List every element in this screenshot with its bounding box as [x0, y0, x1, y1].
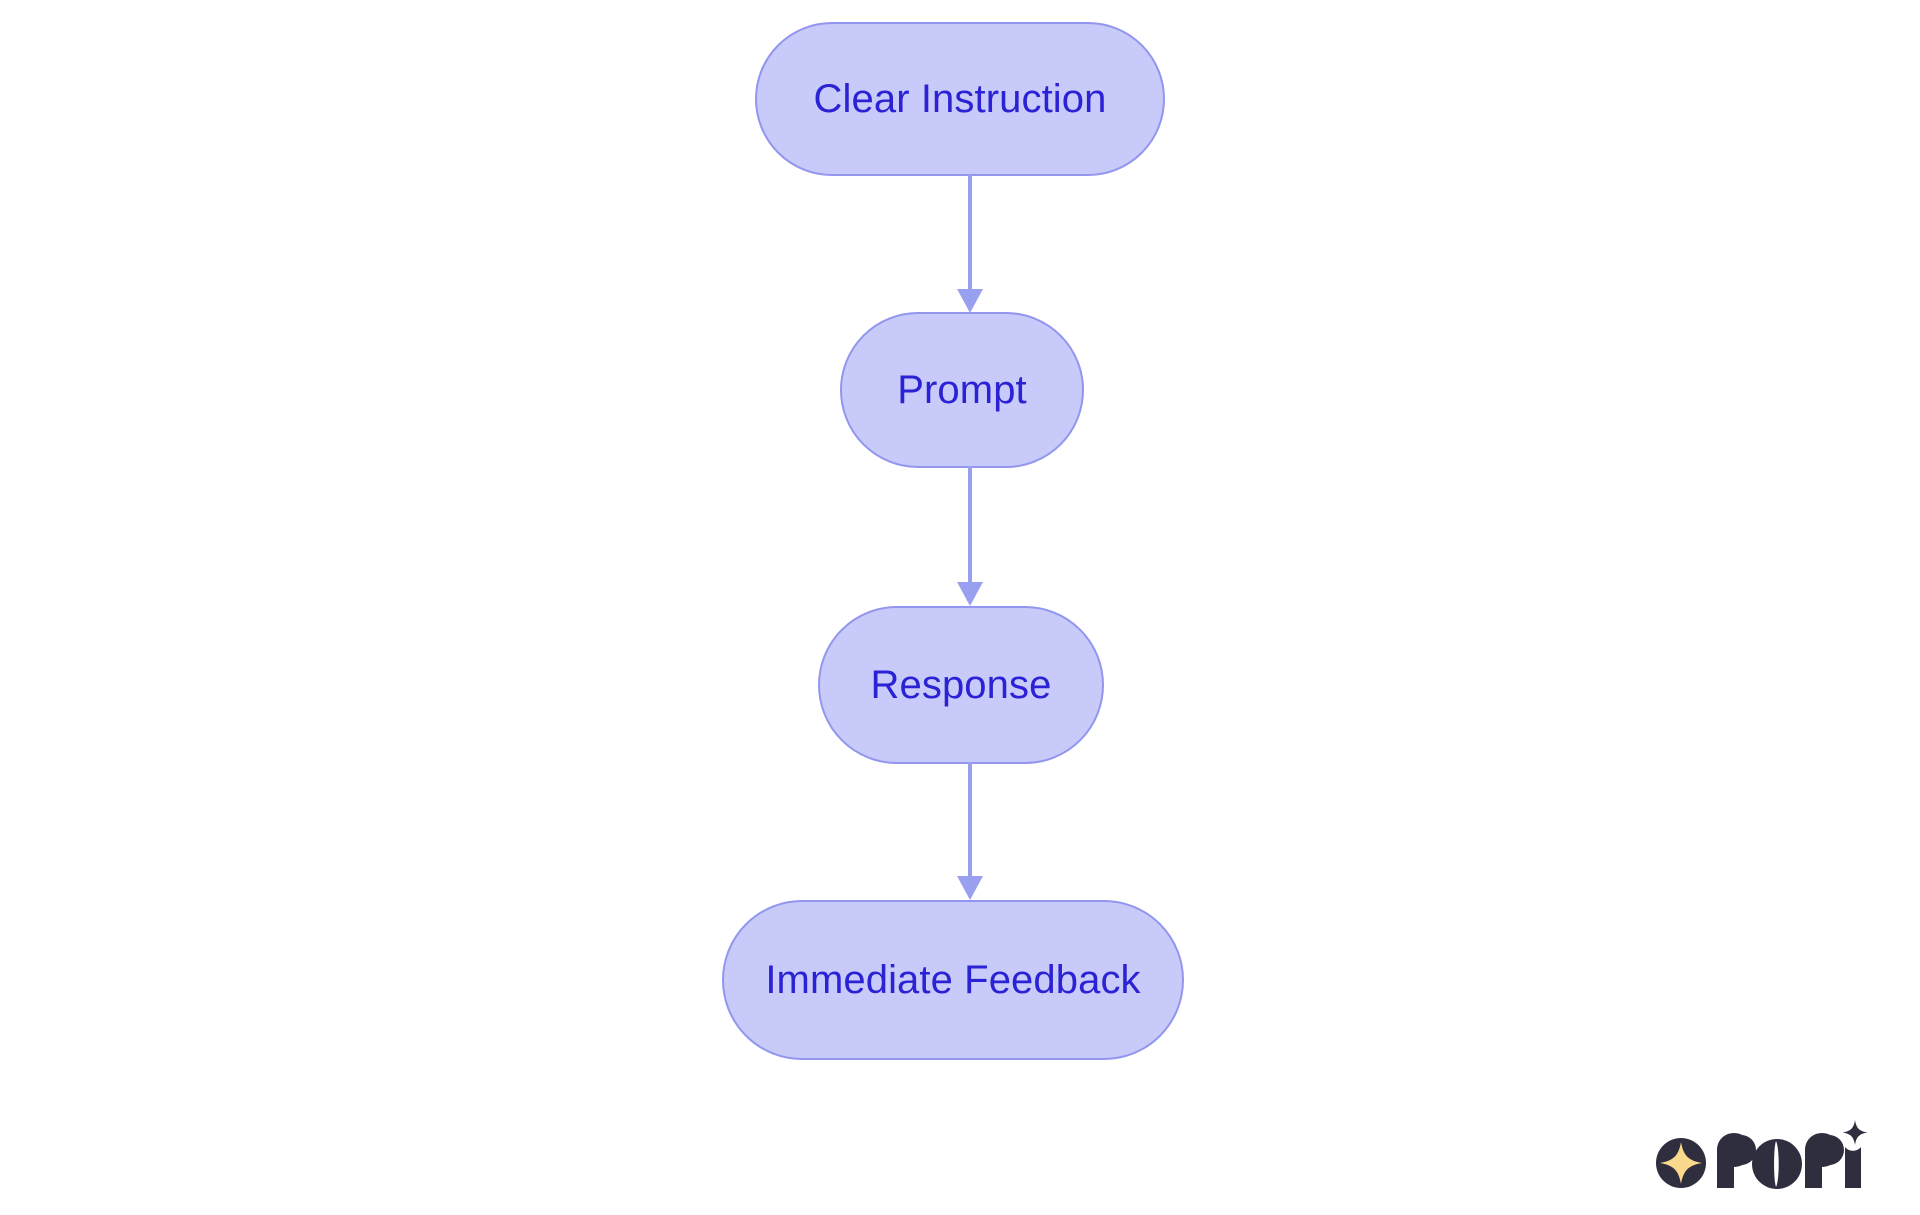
arrow-down-icon — [957, 876, 983, 900]
flow-node-clear-instruction[interactable]: Clear Instruction — [755, 22, 1165, 176]
flow-node-response[interactable]: Response — [818, 606, 1104, 764]
flow-node-label: Immediate Feedback — [765, 958, 1141, 1002]
flow-node-immediate-feedback[interactable]: Immediate Feedback — [722, 900, 1184, 1060]
sparkle-star-icon — [1656, 1138, 1706, 1188]
connector-line — [968, 175, 972, 293]
rori-logo-svg — [1656, 1120, 1867, 1189]
arrow-down-icon — [957, 582, 983, 606]
arrow-down-icon — [957, 289, 983, 313]
flow-connector-response-to-immediate-feedback — [957, 762, 983, 902]
flow-connector-prompt-to-response — [957, 466, 983, 608]
connector-line — [968, 762, 972, 880]
brand-logo — [1655, 1120, 1867, 1192]
flow-node-label: Clear Instruction — [813, 77, 1107, 121]
flow-node-prompt[interactable]: Prompt — [840, 312, 1084, 468]
flow-node-label: Response — [870, 663, 1052, 707]
flow-connector-clear-instruction-to-prompt — [957, 175, 983, 314]
flow-node-label: Prompt — [897, 368, 1027, 412]
rori-wordmark — [1717, 1120, 1867, 1189]
connector-line — [968, 466, 972, 586]
